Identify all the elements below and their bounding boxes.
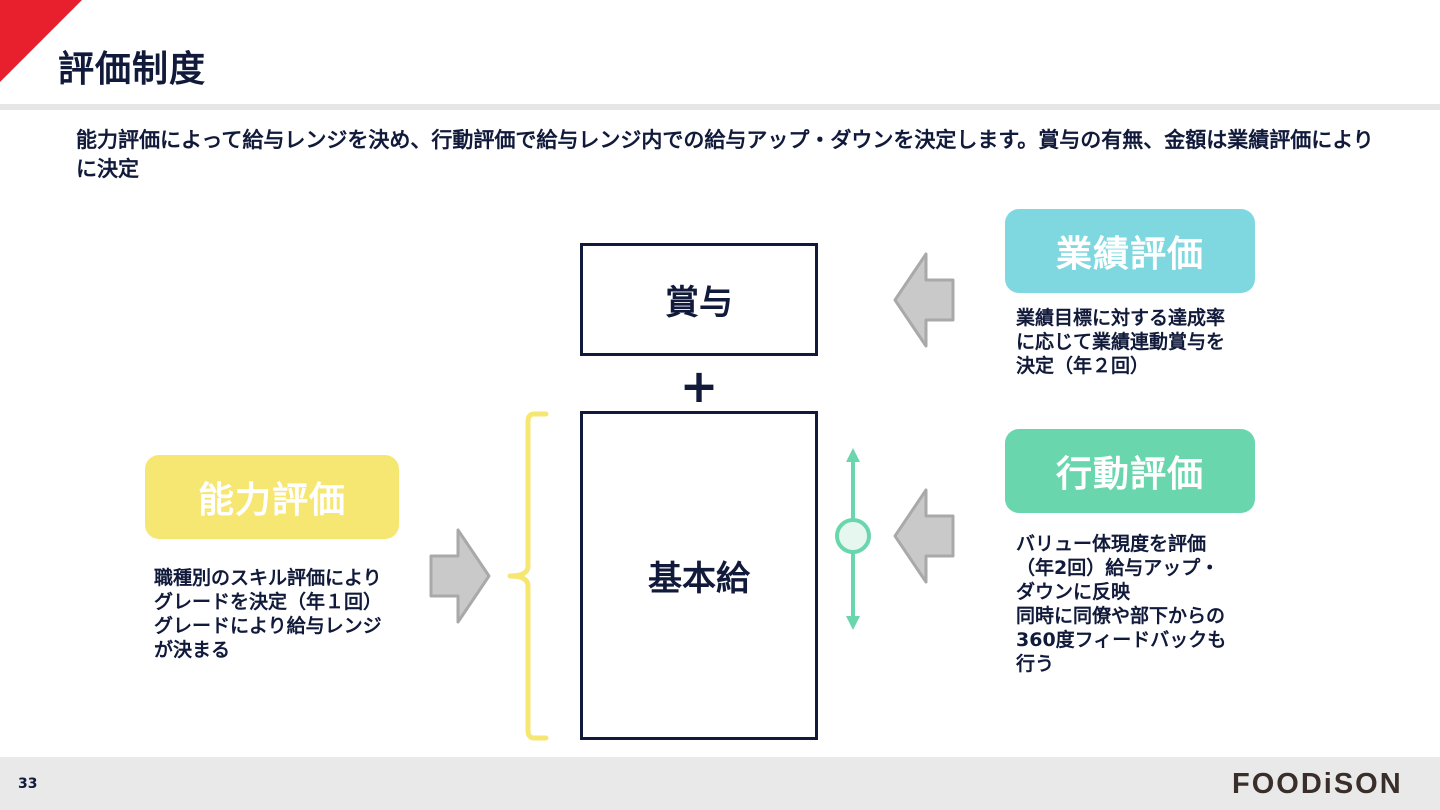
base-salary-label: 基本給 [648, 559, 750, 599]
ability-description: 職種別のスキル評価により グレードを決定（年１回） グレードにより給与レンジ が… [154, 567, 383, 661]
behavior-evaluation-label: 行動評価 [1055, 454, 1204, 495]
bonus-box-label: 賞与 [665, 283, 733, 323]
behavior-arrow [893, 488, 955, 584]
title-divider [0, 104, 1440, 110]
ability-arrow [429, 528, 491, 624]
bonus-box: 賞与 [580, 243, 818, 356]
behavior-evaluation-badge: 行動評価 [1005, 429, 1255, 513]
lead-text: 能力評価によって給与レンジを決め、行動評価で給与レンジ内での給与アップ・ダウンを… [76, 128, 1374, 181]
behavior-description: バリュー体現度を評価 （年2回）給与アップ・ ダウンに反映 同時に同僚や部下から… [1016, 533, 1227, 675]
ability-evaluation-badge: 能力評価 [145, 455, 399, 539]
salary-adjust-slider [835, 448, 871, 630]
footer-bar [0, 757, 1440, 810]
page-number: 33 [18, 776, 38, 792]
performance-description: 業績目標に対する達成率 に応じて業績連動賞与を 決定（年２回） [1016, 307, 1226, 377]
company-logo: FOODiSON [1232, 768, 1403, 800]
performance-evaluation-badge: 業績評価 [1005, 209, 1255, 293]
performance-arrow [893, 252, 955, 348]
ability-bracket [507, 411, 549, 741]
corner-accent [0, 0, 82, 82]
page-title: 評価制度 [58, 49, 207, 90]
plus-sign: + [679, 359, 719, 413]
base-salary-box: 基本給 [580, 411, 818, 740]
performance-evaluation-label: 業績評価 [1055, 234, 1204, 275]
ability-evaluation-label: 能力評価 [197, 480, 346, 521]
